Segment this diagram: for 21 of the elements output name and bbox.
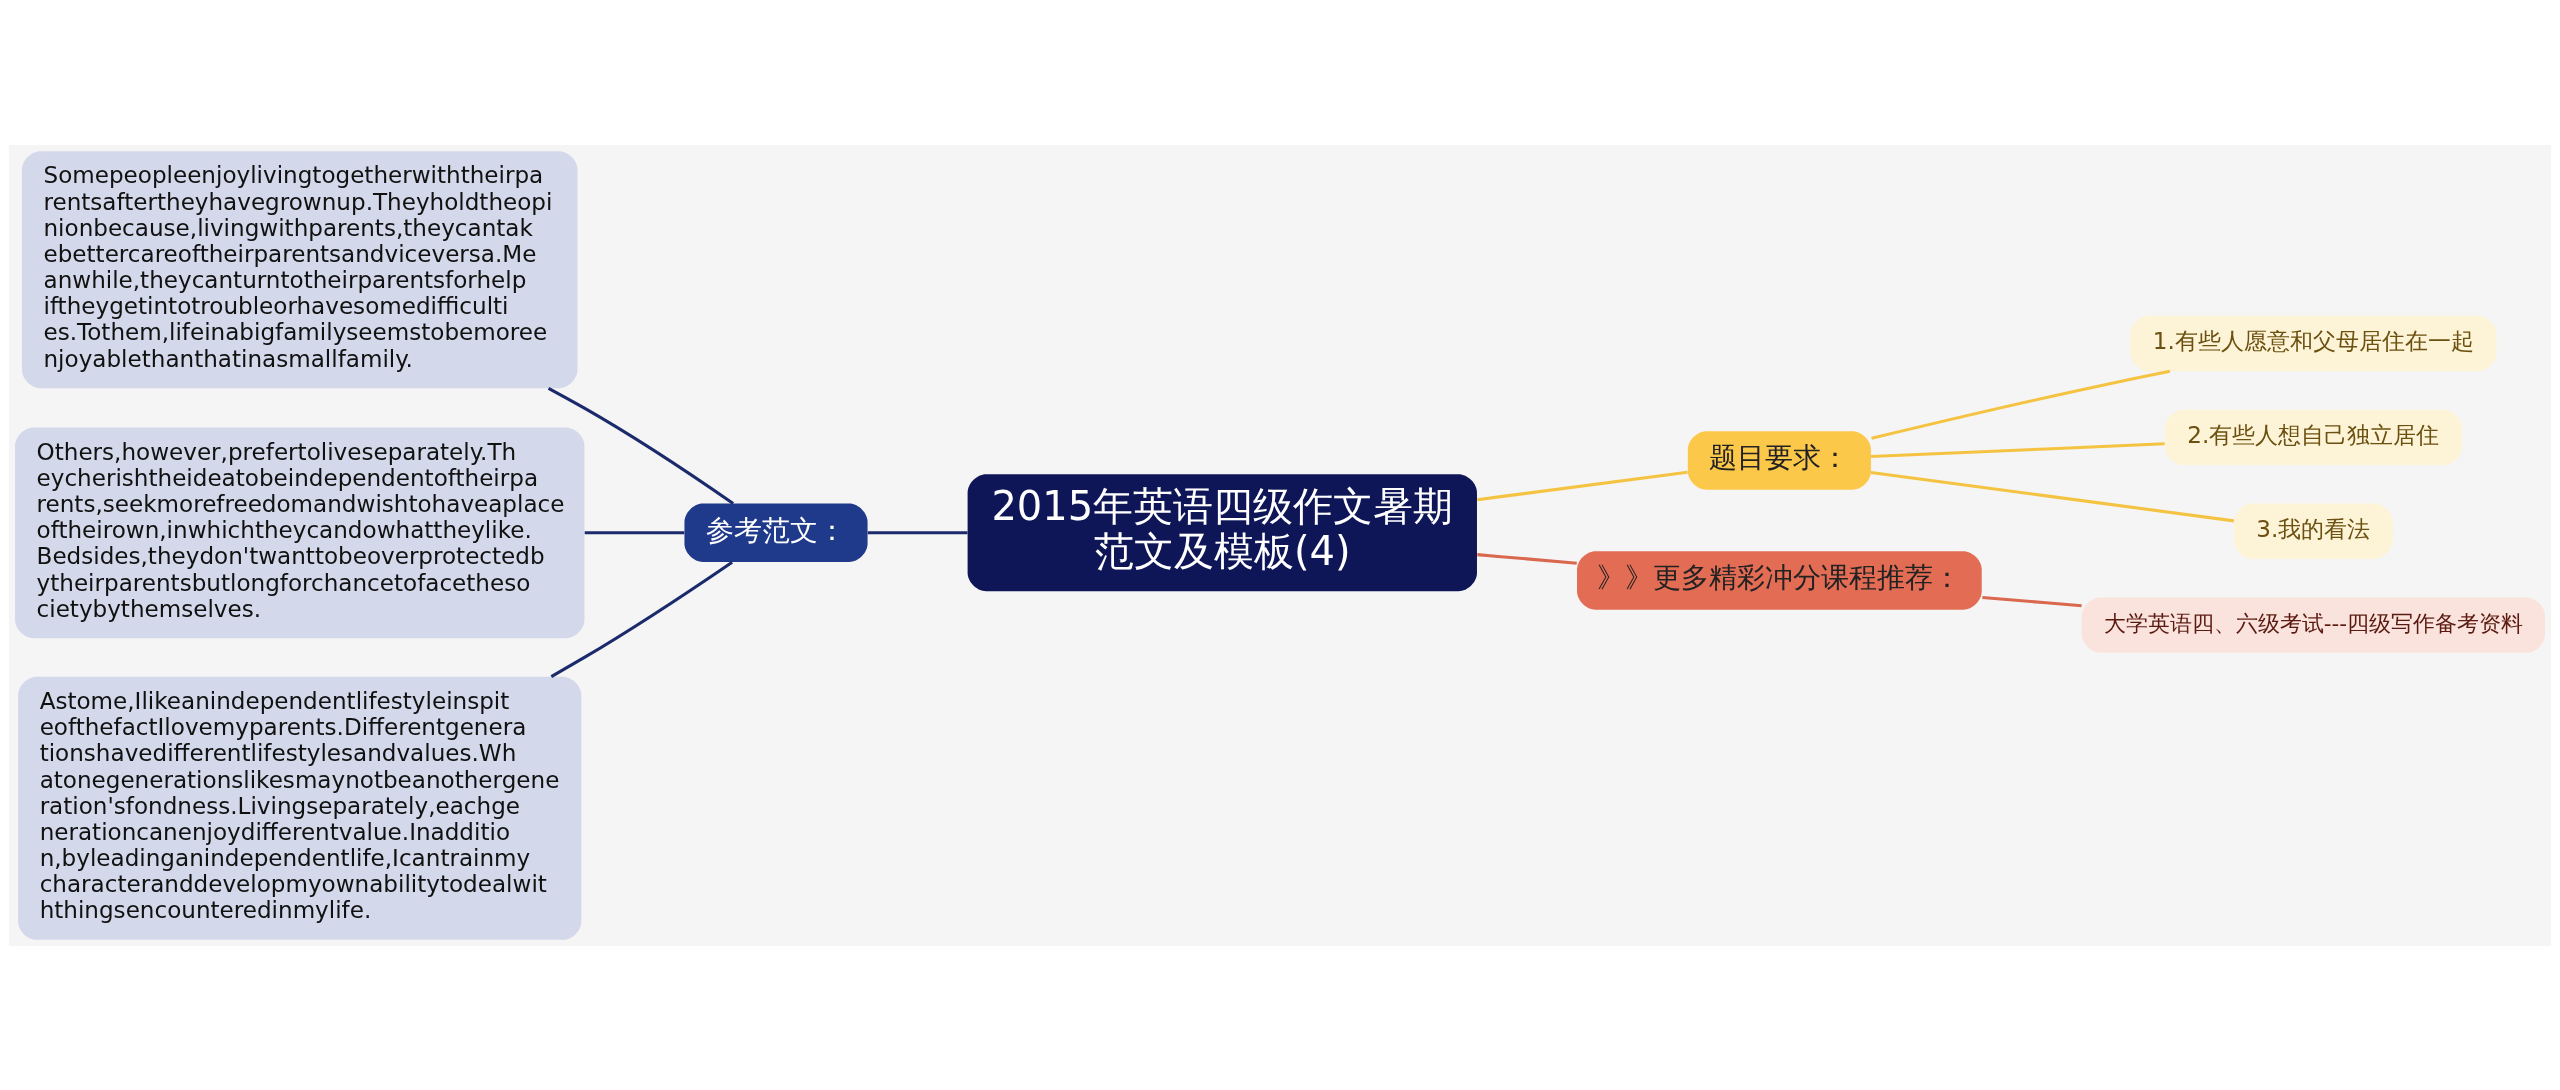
- node-box: Others,however,prefertoliveseparately.Theycherishtheideatobeindependentoftheirparents,seekmorefreedomandwishtohaveaplaceoftheirown,inwhichtheycandowhattheylike.Bedsides,theydon'twanttobeoverprotectedbytheirparentsbutlongforchancetofacethesocietybythemselves.: [15, 426, 585, 638]
- node-box: Somepeopleenjoylivingtogetherwiththeirparentsaftertheyhavegrownup.Theyholdtheopinionbecause,livingwithparents,theycantakebettercareoftheirparentsandviceversa.Meanwhile,theycanturntotheirparentsforhelpiftheygetintotroubleorhavesomedifficulties.Tothem,lifeinabigfamilyseemstobemoreenjoyablethanthatinasmallfamily.: [21, 150, 578, 388]
- node-box: 参考范文：: [684, 503, 868, 562]
- connector: [1982, 595, 2082, 607]
- node-box: 题目要求：: [1687, 430, 1871, 490]
- connector: [1870, 470, 2235, 522]
- node-box: 》》更多精彩冲分课程推荐：: [1577, 550, 1982, 610]
- connector: [547, 386, 735, 505]
- node-box: 1.有些人愿意和父母居住在一起: [2130, 315, 2497, 371]
- connector: [1871, 369, 2171, 440]
- node-box: Astome,IlikeanindependentlifestyleinspiteofthefactIlovemyparents.Differentgenerationshavedifferentlifestylesandvalues.Whatonegenerationslikesmaynotbeanothergeneration'sfondness.Livingseparately,eachgenerationcanenjoydifferentvalue.Inaddition,byleadinganindependentlife,Icantrainmycharacteranddevelopmyownabilitytodealwiththingsencounteredinmylife.: [18, 676, 582, 940]
- node-box: 3.我的看法: [2234, 503, 2393, 559]
- connector: [550, 560, 733, 678]
- connector: [1870, 441, 2165, 458]
- node-box: 大学英语四、六级考试---四级写作备考资料: [2081, 596, 2545, 653]
- connector: [584, 530, 685, 534]
- node-box: 2.有些人想自己独立居住: [2164, 409, 2462, 465]
- node-box: 2015年英语四级作文暑期范文及模板(4): [967, 473, 1477, 591]
- connector: [1477, 470, 1688, 501]
- connector: [1477, 552, 1577, 565]
- connector: [867, 530, 968, 534]
